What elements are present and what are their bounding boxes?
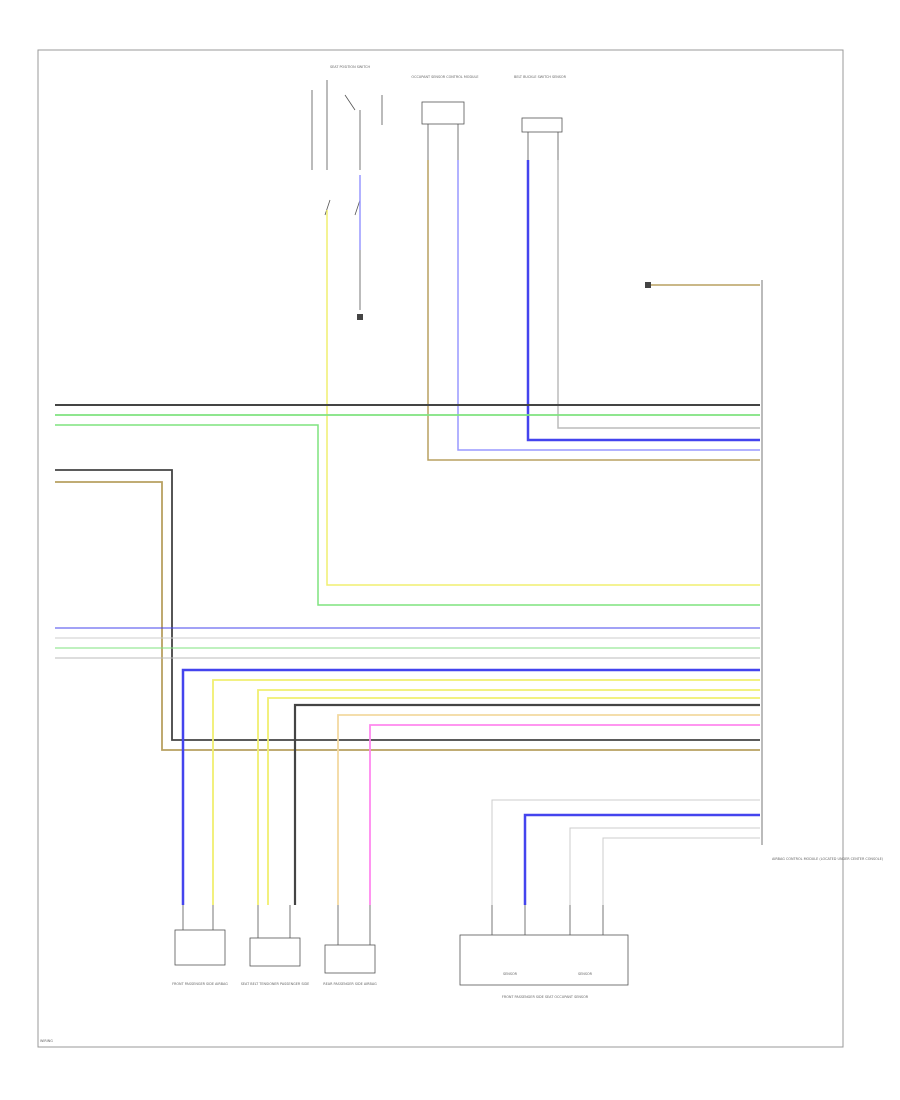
bottom-right-label: REAR PASSENGER SIDE AIRBAG [323, 982, 377, 986]
wire-yel-low1 [212, 679, 760, 905]
wire-blu-low [181, 668, 760, 905]
main-module: AIRBAG CONTROL MODULE (LOCATED UNDER CEN… [761, 280, 884, 861]
wire-blu-b [526, 160, 760, 442]
top-switch-label: SEAT POSITION SWITCH [330, 65, 370, 69]
wire-blk-left [55, 469, 760, 741]
bottom-mid-component: SEAT BELT TENSIONER PASSENGER SIDE [241, 905, 309, 986]
sensor-left-label: SENSOR [503, 972, 518, 976]
bottom-left-component: FRONT PASSENGER SIDE AIRBAG [172, 905, 228, 986]
sensor-a-label: OCCUPANT SENSOR CONTROL MODULE [411, 75, 478, 79]
wire-gry-b [557, 160, 760, 429]
sensor-b: BELT BUCKLE SWITCH SENSOR [514, 75, 567, 160]
bottom-mid-label: SEAT BELT TENSIONER PASSENGER SIDE [241, 982, 309, 986]
sensor-a: OCCUPANT SENSOR CONTROL MODULE [411, 75, 479, 160]
wire-grn-down [55, 424, 760, 606]
bottom-box: SENSOR SENSOR FRONT PASSENGER SIDE SEAT … [459, 905, 629, 999]
sensor-b-label: BELT BUCKLE SWITCH SENSOR [514, 75, 567, 79]
main-module-label: AIRBAG CONTROL MODULE (LOCATED UNDER CEN… [772, 857, 884, 861]
wire-pnk-low [369, 724, 760, 905]
wire-blu-box [523, 813, 760, 905]
wire-wht-box2 [569, 827, 760, 905]
bottom-left-label: FRONT PASSENGER SIDE AIRBAG [172, 982, 228, 986]
wire-yel-low3 [267, 697, 760, 905]
wire-yel-1 [326, 210, 760, 586]
wire-blk-low [293, 703, 760, 905]
wire-wht-box1 [491, 799, 760, 905]
footer-id: WIRING [40, 1039, 53, 1043]
wire-wht-box3 [602, 837, 760, 905]
bottom-box-label: FRONT PASSENGER SIDE SEAT OCCUPANT SENSO… [502, 995, 589, 999]
sensor-right-label: SENSOR [578, 972, 593, 976]
wire-ltyel-low [337, 714, 760, 905]
wire-brn-a [427, 160, 760, 461]
diagram-frame [37, 49, 844, 1048]
wire-brn-left [55, 481, 760, 751]
wire-yel-low2 [257, 689, 760, 905]
wire-ltblu-a [457, 160, 760, 451]
bottom-right-component: REAR PASSENGER SIDE AIRBAG [323, 905, 377, 986]
top-switch: SEAT POSITION SWITCH [311, 65, 383, 320]
